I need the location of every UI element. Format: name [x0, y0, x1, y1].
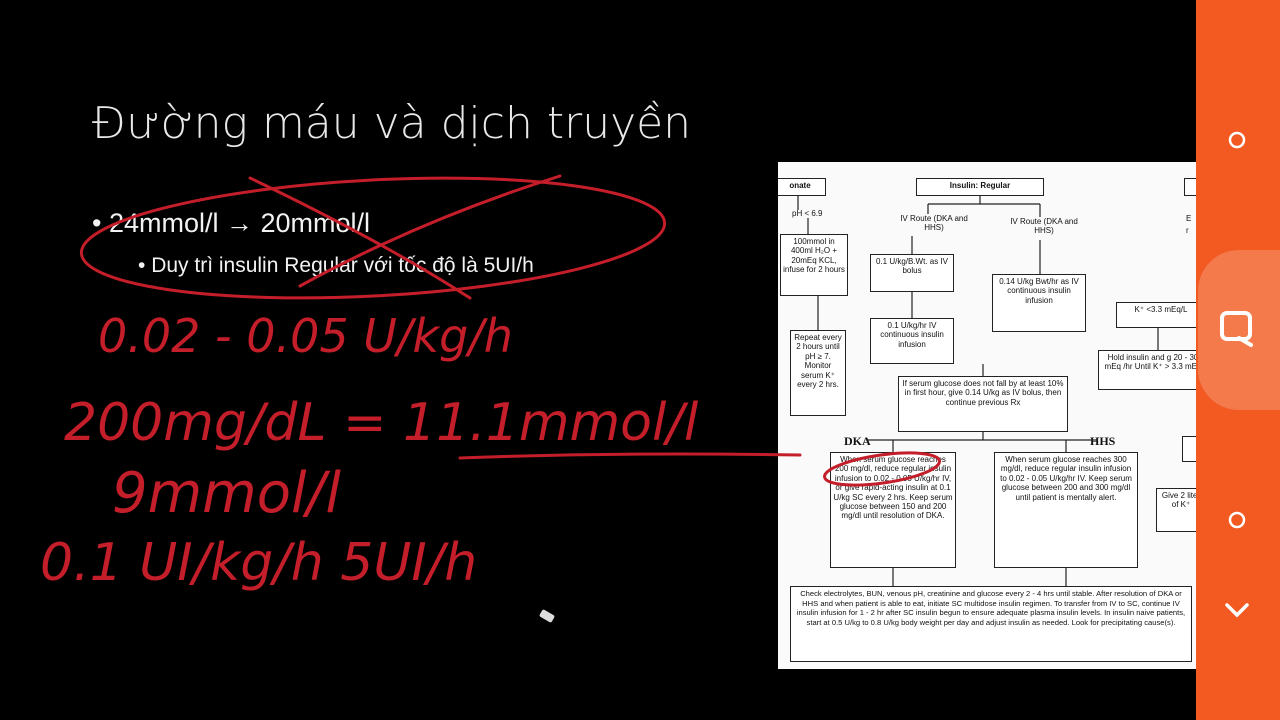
iv-route-label-2: IV Route (DKA and HHS) — [1010, 217, 1078, 235]
chevron-down-icon — [1225, 603, 1249, 618]
nav-button-bottom[interactable] — [1213, 496, 1261, 544]
continuous-box: 0.14 U/kg Bwt/hr as IV continuous insuli… — [992, 274, 1086, 332]
hhs-box: When serum glucose reaches 300 mg/dl, re… — [994, 452, 1138, 568]
right-hold-box: Hold insulin and g 20 - 30 mEq /hr Until… — [1098, 350, 1196, 390]
dka-label: DKA — [844, 434, 871, 448]
right-e-label: E — [1186, 214, 1192, 223]
slide-title: Đường máu và dịch truyền — [92, 98, 692, 149]
flowchart-arrows — [797, 196, 1159, 586]
bolus-box: 0.1 U/kg/B.Wt. as IV bolus — [870, 254, 954, 292]
header-right-box — [1184, 178, 1196, 196]
serum-glucose-box: If serum glucose does not fall by at lea… — [898, 376, 1068, 432]
kcl-box: 100mmol in 400ml H₂O + 20mEq KCL, infuse… — [780, 234, 848, 296]
circle-icon — [1228, 131, 1246, 149]
right-small-box — [1182, 436, 1196, 462]
header-insulin-box: Insulin: Regular — [916, 178, 1044, 196]
right-give-box: Give 2 liter of K⁺ — [1156, 488, 1196, 532]
footer-box: Check electrolytes, BUN, venous pH, crea… — [790, 586, 1192, 662]
right-r-label: r — [1186, 226, 1189, 235]
chat-icon — [1220, 311, 1253, 347]
hand-line-4: 0.1 UI/kg/h 5UI/h — [40, 533, 477, 593]
right-k-box: K⁺ <3.3 mEq/L — [1116, 302, 1196, 328]
hand-line-1: 0.02 - 0.05 U/kg/h — [98, 309, 513, 363]
bullet-1-text: 24mmol/l → 20mmol/l — [108, 208, 371, 238]
bullet-2-text: Duy trì insulin Regular với tốc độ là 5U… — [151, 254, 534, 277]
collapse-button[interactable] — [1213, 586, 1261, 634]
dka-hhs-flowchart: onate Insulin: Regular pH < 6.9 IV Route… — [778, 162, 1196, 669]
ink-underline — [458, 452, 802, 460]
infusion-box: 0.1 U/kg/hr IV continuous insulin infusi… — [870, 318, 954, 364]
repeat-box: Repeat every 2 hours until pH ≥ 7. Monit… — [790, 330, 846, 416]
ph-label: pH < 6.9 — [792, 209, 823, 218]
chat-button[interactable] — [1213, 304, 1261, 352]
active-pill-highlight — [1198, 250, 1280, 410]
hhs-label: HHS — [1090, 434, 1116, 448]
bullet-1: • 24mmol/l → 20mmol/l — [92, 208, 371, 238]
hand-line-3: 9mmol/l — [112, 461, 341, 526]
slide: Đường máu và dịch truyền • 24mmol/l → 20… — [40, 98, 1196, 669]
bullet-2: • Duy trì insulin Regular với tốc độ là … — [138, 254, 534, 277]
eraser-cursor-icon — [538, 609, 556, 623]
circle-icon — [1228, 511, 1246, 529]
hand-line-2: 200mg/dL = 11.1mmol/l — [64, 393, 699, 453]
nav-button-top[interactable] — [1213, 116, 1261, 164]
iv-route-label-1: IV Route (DKA and HHS) — [900, 214, 968, 232]
header-left-box: onate — [778, 178, 826, 196]
